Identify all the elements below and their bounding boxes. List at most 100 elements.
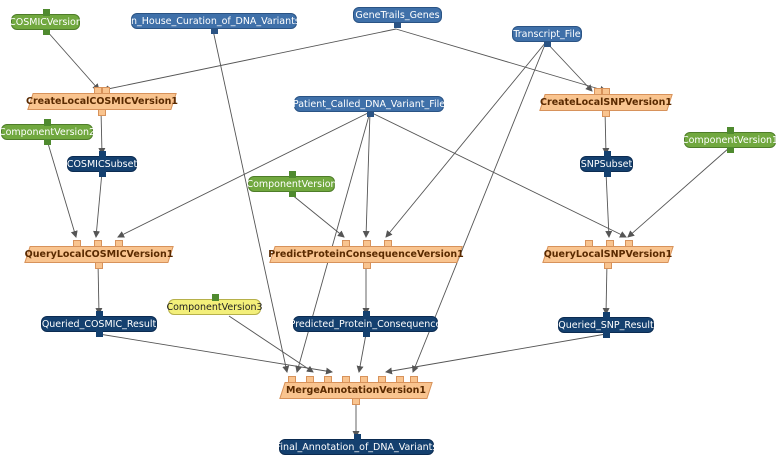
edge-querysnp-result <box>602 261 610 315</box>
node-label: Final_Annotation_of_DNA_Variants <box>275 441 438 453</box>
output-port <box>363 262 371 269</box>
edge-transcript-createsnp <box>545 41 593 92</box>
input-port <box>363 311 370 317</box>
output-port <box>95 262 103 269</box>
output-port <box>367 111 374 117</box>
output-port <box>289 191 296 197</box>
node-query-local-snp[interactable]: QueryLocalSNPVersion1 <box>542 240 674 269</box>
input-port <box>396 376 404 383</box>
node-merge-annotation[interactable]: MergeAnnotationVersion1 <box>279 376 433 405</box>
output-port <box>604 262 612 269</box>
output-port <box>544 41 551 47</box>
node-predict-protein-consequence[interactable]: PredictProteinConsequenceVersion1 <box>268 240 464 269</box>
input-port <box>384 240 392 247</box>
node-label: ComponentVersion <box>246 178 337 190</box>
node-predicted-protein-consequence[interactable]: Predicted_Protein_Consequence <box>290 311 441 337</box>
node-component-version[interactable]: ComponentVersion <box>246 171 337 197</box>
edge-patient-merge <box>295 111 371 373</box>
output-port <box>99 171 106 177</box>
edge-createcosmic-cosmicsubset <box>98 109 106 155</box>
node-query-local-cosmic[interactable]: QueryLocalCOSMICVersion1 <box>24 240 174 269</box>
node-label: ComponentVersion3 <box>166 301 263 313</box>
input-port <box>102 87 110 94</box>
node-create-local-cosmic[interactable]: CreateLocalCOSMICVersion1 <box>26 87 178 116</box>
input-port <box>594 88 602 95</box>
input-port <box>360 376 368 383</box>
edge-componentv3-merge <box>228 315 314 373</box>
input-port <box>94 240 102 247</box>
node-create-local-snp[interactable]: CreateLocalSNPVersion1 <box>539 88 673 117</box>
node-snp-subset[interactable]: SNPSubset <box>580 151 633 177</box>
node-queried-snp-result[interactable]: Queried_SNP_Result <box>558 312 654 338</box>
edge-transcript-predict <box>385 41 547 238</box>
node-label: Queried_SNP_Result <box>558 319 654 331</box>
node-genetrails-genes[interactable]: GeneTrails_Genes <box>353 7 442 28</box>
input-port <box>363 240 371 247</box>
node-label: QueryLocalCOSMICVersion1 <box>24 249 174 260</box>
input-port <box>410 376 418 383</box>
input-port <box>306 376 314 383</box>
node-label: Queried_COSMIC_Result <box>41 318 157 330</box>
node-label: Patient_Called_DNA_Variant_File <box>292 98 446 110</box>
edge-componentv-predict <box>290 193 345 238</box>
node-label: GeneTrails_Genes <box>355 9 440 21</box>
edge-genetrails-createcosmic <box>102 28 397 93</box>
node-label: ComponentVersion2 <box>0 126 96 138</box>
edge-componentv2-querycosmic <box>46 139 78 238</box>
edge-patient-predict <box>362 111 371 238</box>
edge-querycosmic-result <box>95 261 103 315</box>
node-patient-called-variant[interactable]: Patient_Called_DNA_Variant_File <box>292 96 446 117</box>
input-port <box>288 376 296 383</box>
input-port <box>212 294 219 301</box>
input-port <box>378 376 386 383</box>
output-port <box>603 332 610 338</box>
input-port <box>342 240 350 247</box>
input-port <box>94 87 102 94</box>
input-port <box>99 151 106 157</box>
node-label: QueryLocalSNPVersion1 <box>543 249 673 260</box>
edge-predicted-merge <box>356 333 367 373</box>
input-port <box>342 376 350 383</box>
input-port <box>73 240 81 247</box>
edge-createsnp-snpsubset <box>602 109 610 155</box>
edge-patient-querysnp <box>369 111 627 238</box>
input-port <box>603 312 610 318</box>
node-label: CreateLocalSNPVersion1 <box>540 97 672 108</box>
output-port <box>44 139 51 145</box>
node-transcript-file[interactable]: Transcript_File <box>512 26 582 47</box>
node-label: ComponentVersion1 <box>681 134 778 146</box>
node-cosmic-version[interactable]: COSMICVersion <box>9 9 82 35</box>
node-component-version-2[interactable]: ComponentVersion2 <box>0 119 96 145</box>
input-port <box>43 9 50 16</box>
output-port <box>43 29 50 35</box>
edge-genetrails-createsnp <box>395 28 607 93</box>
edge-cosmicsubset-querycosmic <box>93 171 103 238</box>
input-port <box>606 240 614 247</box>
node-label: MergeAnnotationVersion1 <box>285 385 427 396</box>
edge-snpsubset-querysnp <box>605 171 613 238</box>
node-final-annotation[interactable]: Final_Annotation_of_DNA_Variants <box>276 434 437 455</box>
node-component-version-1[interactable]: ComponentVersion1 <box>681 127 778 153</box>
node-label: SNPSubset <box>580 158 633 170</box>
output-port <box>394 22 401 28</box>
edge-inhouse-merge <box>212 29 290 373</box>
node-label: Transcript_File <box>513 28 581 40</box>
node-label: PredictProteinConsequenceVersion1 <box>268 249 464 260</box>
node-in-house-curation[interactable]: In_House_Curation_of_DNA_Variants <box>128 13 300 34</box>
output-port <box>602 110 610 117</box>
output-port <box>98 109 106 116</box>
output-port <box>363 331 370 337</box>
input-port <box>96 311 103 317</box>
input-port <box>625 240 633 247</box>
node-queried-cosmic-result[interactable]: Queried_COSMIC_Result <box>41 311 157 337</box>
node-label: COSMICSubset <box>66 158 138 170</box>
node-cosmic-subset[interactable]: COSMICSubset <box>66 151 138 177</box>
node-component-version-3[interactable]: ComponentVersion3 <box>166 294 263 315</box>
node-label: In_House_Curation_of_DNA_Variants <box>128 15 300 27</box>
output-port <box>604 171 611 177</box>
input-port <box>602 88 610 95</box>
input-port <box>585 240 593 247</box>
input-port <box>44 119 51 126</box>
edge-componentv1-querysnp <box>627 147 730 238</box>
output-port <box>727 147 734 153</box>
